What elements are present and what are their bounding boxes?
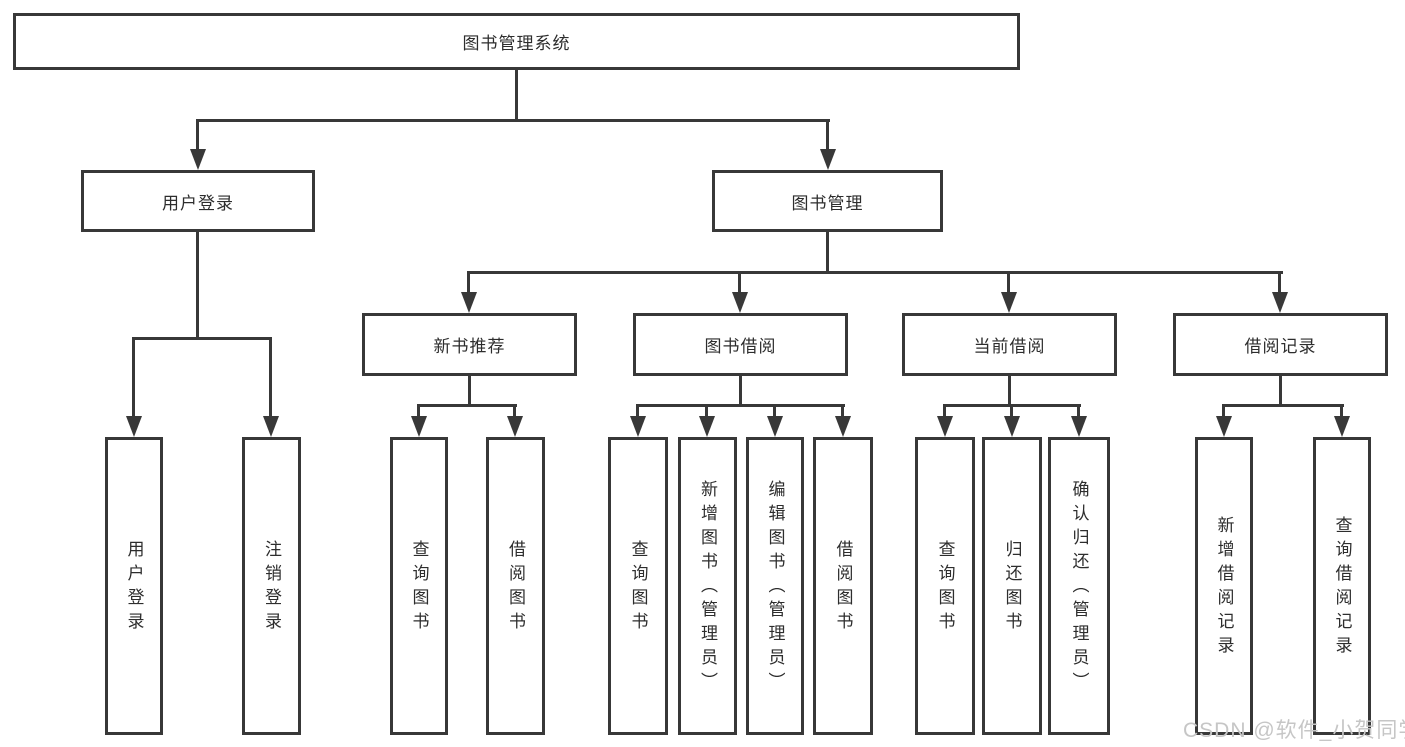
- leaf-query-borrow-record: 查询借阅记录: [1313, 437, 1371, 735]
- node-book-borrow: 图书借阅: [633, 313, 848, 376]
- connector-book-mgmt-vertical: [826, 232, 829, 274]
- leaf-add-books-admin-label: 新增图书（管理员）: [698, 480, 717, 696]
- arrowhead-d3: [1071, 416, 1087, 437]
- arrowhead-e1: [1216, 416, 1232, 437]
- leaf-add-borrow-record-label: 新增借阅记录: [1214, 516, 1234, 660]
- node-book-management-label: 图书管理: [791, 193, 864, 213]
- leaf-logout: 注销登录: [242, 437, 301, 735]
- leaf-user-login: 用户登录: [105, 437, 163, 735]
- connector-borrow-bar: [636, 404, 845, 407]
- connector-drop-b1: [417, 404, 420, 419]
- connector-drop-b2: [513, 404, 516, 419]
- leaf-add-borrow-record: 新增借阅记录: [1195, 437, 1253, 735]
- leaf-query-books-current: 查询图书: [915, 437, 975, 735]
- leaf-confirm-return-admin: 确认归还（管理员）: [1048, 437, 1110, 735]
- connector-drop-book-mgmt: [826, 119, 829, 151]
- arrowhead-c4: [835, 416, 851, 437]
- arrowhead-current: [1001, 292, 1017, 313]
- node-current-borrow: 当前借阅: [902, 313, 1117, 376]
- arrowhead-c2: [699, 416, 715, 437]
- connector-drop-records: [1278, 271, 1281, 295]
- node-book-borrow-label: 图书借阅: [704, 337, 777, 356]
- connector-records-vertical: [1279, 376, 1282, 407]
- leaf-add-books-admin: 新增图书（管理员）: [678, 437, 737, 735]
- connector-drop-c2: [705, 404, 708, 419]
- connector-level3-bar: [467, 271, 1283, 274]
- connector-drop-e1: [1222, 404, 1225, 419]
- arrowhead-records: [1272, 292, 1288, 313]
- arrowhead-book-mgmt: [820, 149, 836, 170]
- arrowhead-user-login: [190, 149, 206, 170]
- root-node: 图书管理系统: [13, 13, 1020, 70]
- leaf-query-books-recommend: 查询图书: [390, 437, 448, 735]
- leaf-query-books-borrow-label: 查询图书: [628, 540, 648, 636]
- csdn-watermark: CSDN @软件_小贺同学: [1183, 719, 1405, 742]
- leaf-query-books-borrow: 查询图书: [608, 437, 668, 735]
- leaf-query-books-recommend-label: 查询图书: [409, 540, 429, 636]
- connector-drop-e2: [1340, 404, 1343, 419]
- connector-drop-leaf-logout: [269, 337, 272, 419]
- leaf-return-books: 归还图书: [982, 437, 1042, 735]
- arrowhead-e2: [1334, 416, 1350, 437]
- arrowhead-leaf-login: [126, 416, 142, 437]
- node-book-management: 图书管理: [712, 170, 943, 232]
- connector-records-bar: [1222, 404, 1344, 407]
- leaf-logout-label: 注销登录: [262, 540, 281, 636]
- connector-root-vertical: [515, 70, 518, 120]
- connector-recommend-vertical: [468, 376, 471, 407]
- connector-drop-user-login: [196, 119, 199, 151]
- node-user-login-label: 用户登录: [162, 193, 234, 213]
- connector-drop-recommend: [467, 271, 470, 295]
- leaf-borrow-books-recommend: 借阅图书: [486, 437, 545, 735]
- leaf-query-books-current-label: 查询图书: [935, 540, 955, 636]
- leaf-borrow-books: 借阅图书: [813, 437, 873, 735]
- connector-user-login-vertical: [196, 232, 199, 340]
- arrowhead-d1: [937, 416, 953, 437]
- arrowhead-recommend: [461, 292, 477, 313]
- arrowhead-b1: [411, 416, 427, 437]
- connector-drop-c3: [773, 404, 776, 419]
- connector-level2-bar: [196, 119, 830, 122]
- connector-user-login-bar: [132, 337, 272, 340]
- node-borrow-records: 借阅记录: [1173, 313, 1388, 376]
- leaf-edit-books-admin-label: 编辑图书（管理员）: [765, 480, 785, 696]
- node-borrow-records-label: 借阅记录: [1244, 337, 1317, 356]
- node-user-login: 用户登录: [81, 170, 315, 232]
- connector-drop-d3: [1077, 404, 1080, 419]
- connector-drop-current: [1007, 271, 1010, 295]
- root-node-label: 图书管理系统: [462, 34, 571, 53]
- leaf-borrow-books-label: 借阅图书: [833, 540, 853, 636]
- connector-borrow-vertical: [739, 376, 742, 407]
- connector-drop-c4: [841, 404, 844, 419]
- leaf-edit-books-admin: 编辑图书（管理员）: [746, 437, 804, 735]
- node-new-book-recommend-label: 新书推荐: [433, 337, 506, 356]
- connector-current-vertical: [1008, 376, 1011, 407]
- arrowhead-borrow: [732, 292, 748, 313]
- node-new-book-recommend: 新书推荐: [362, 313, 577, 376]
- connector-drop-d1: [943, 404, 946, 419]
- connector-drop-leaf-login: [132, 337, 135, 419]
- connector-drop-c1: [636, 404, 639, 419]
- arrowhead-leaf-logout: [263, 416, 279, 437]
- connector-drop-borrow: [738, 271, 741, 295]
- leaf-confirm-return-admin-label: 确认归还（管理员）: [1069, 480, 1089, 696]
- arrowhead-c1: [630, 416, 646, 437]
- connector-drop-d2: [1010, 404, 1013, 419]
- arrowhead-b2: [507, 416, 523, 437]
- leaf-user-login-label: 用户登录: [124, 540, 144, 636]
- arrowhead-c3: [767, 416, 783, 437]
- leaf-borrow-books-recommend-label: 借阅图书: [506, 540, 525, 636]
- leaf-return-books-label: 归还图书: [1002, 540, 1022, 636]
- node-current-borrow-label: 当前借阅: [973, 337, 1046, 356]
- arrowhead-d2: [1004, 416, 1020, 437]
- leaf-query-borrow-record-label: 查询借阅记录: [1332, 516, 1352, 660]
- connector-recommend-bar: [417, 404, 517, 407]
